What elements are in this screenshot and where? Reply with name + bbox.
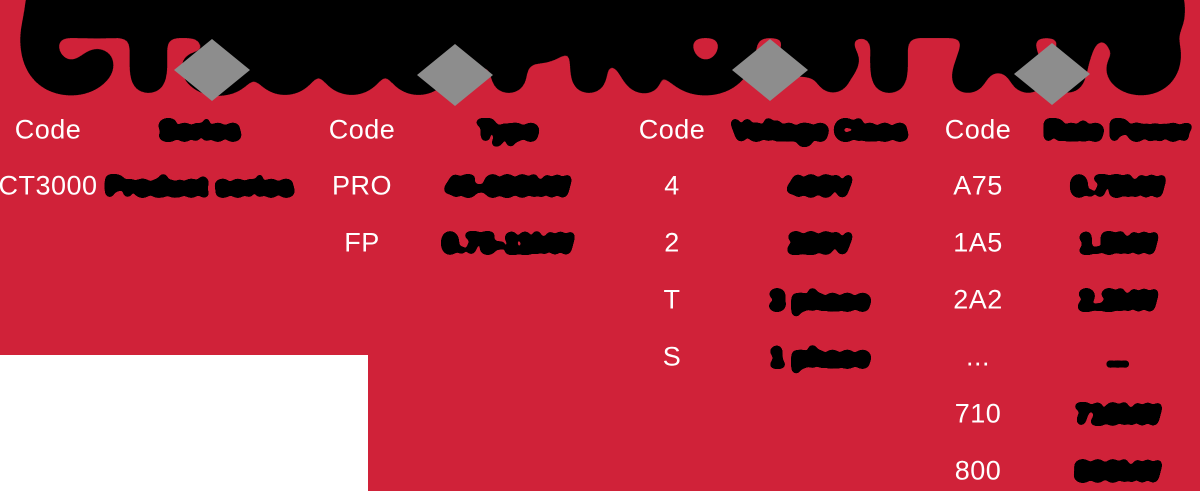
code-header: Code — [328, 114, 396, 145]
code-value: ... — [965, 341, 991, 372]
desc-value: 220V — [788, 228, 852, 258]
desc-value: 400V — [788, 171, 852, 201]
desc-value: ... — [1106, 342, 1130, 372]
desc-value: 1 phase — [769, 342, 871, 372]
desc-value: 710kW — [1075, 399, 1161, 429]
code-header: Code — [14, 114, 82, 145]
desc-header: Type — [477, 115, 539, 145]
band-fill — [35, 0, 1175, 28]
desc-value: 2.2kW — [1079, 285, 1157, 315]
code-value: CT3000 — [0, 170, 98, 201]
code-value: PRO — [331, 170, 393, 201]
code-value: 1A5 — [953, 227, 1003, 258]
code-value: 2 — [664, 227, 680, 258]
code-value: 4 — [664, 170, 680, 201]
desc-value: 0.75kW — [1071, 171, 1165, 201]
code-header: Code — [638, 114, 706, 145]
code-value: 800 — [954, 455, 1002, 486]
code-value: FP — [344, 227, 380, 258]
desc-header: Voltage Class — [732, 115, 908, 145]
desc-value: 1.5kW — [1079, 228, 1157, 258]
desc-value: 800kW — [1075, 456, 1161, 486]
code-value: T — [663, 284, 681, 315]
desc-header: Series — [159, 115, 241, 145]
desc-value: 3 phase — [769, 285, 871, 315]
desc-header: Rate Power — [1044, 115, 1192, 145]
code-header: Code — [944, 114, 1012, 145]
code-value: S — [662, 341, 682, 372]
code-value: 710 — [954, 398, 1002, 429]
desc-value: 45-630kW — [446, 171, 570, 201]
code-value: 2A2 — [953, 284, 1003, 315]
desc-value: 0.75-11kW — [442, 228, 574, 258]
code-value: A75 — [953, 170, 1003, 201]
desc-value: Product series — [106, 171, 294, 201]
